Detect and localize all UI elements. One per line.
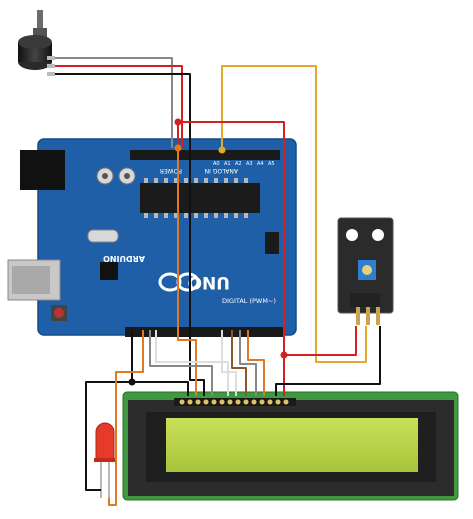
digital-label: DIGITAL (PWM~) (222, 297, 276, 305)
wire-5v-red (178, 121, 285, 396)
wire-d-gray-1 (149, 330, 213, 396)
analog-label: ANALOG IN (205, 167, 238, 174)
icsp-header (265, 232, 279, 254)
uno-label: UNO (188, 272, 230, 292)
wire-pot-gray (55, 57, 173, 148)
wire-lcd-orange (177, 148, 197, 396)
wire-pot-black (55, 73, 205, 396)
wire-sensor-gnd (275, 326, 381, 396)
potentiometer (18, 10, 55, 76)
wire-pot-red (55, 65, 183, 148)
lcd-screen (166, 418, 418, 472)
arduino-board: UNO ARDUINO POWER ANALOG IN DIGITAL (PWM… (7, 138, 297, 337)
power-label: POWER (160, 167, 182, 174)
wire-led-gnd (85, 330, 133, 491)
digital-header (125, 327, 285, 337)
wire-sensor-yellow (221, 65, 367, 363)
analog-pin-a4: A4 (257, 161, 264, 167)
wire-d-white-2 (221, 330, 237, 396)
crystal (87, 229, 119, 243)
analog-pin-a2: A2 (235, 161, 242, 167)
wire-led-signal (108, 330, 144, 506)
wire-d-orange (247, 330, 265, 396)
usb-chip (100, 262, 118, 280)
microcontroller-chip (140, 183, 260, 213)
wire-d-gray-2 (239, 330, 257, 396)
analog-pin-a3: A3 (246, 161, 253, 167)
wire-d-white-1 (155, 330, 229, 396)
wire-sensor-power (284, 326, 357, 356)
power-analog-header (130, 150, 280, 160)
junctions (128, 118, 288, 386)
arduino-label: ARDUINO (103, 254, 145, 263)
wire-lcd-gnd (132, 381, 189, 396)
analog-pin-a5: A5 (268, 161, 275, 167)
analog-pin-a1: A1 (224, 161, 231, 167)
wire-d-brown (231, 330, 247, 396)
red-led (94, 422, 116, 498)
wires (55, 57, 381, 506)
analog-pin-a0: A0 (213, 161, 220, 167)
lcd-display (122, 391, 459, 501)
lcd-pin-header (174, 398, 296, 406)
sensor-module (337, 217, 394, 325)
dc-jack (20, 150, 65, 190)
